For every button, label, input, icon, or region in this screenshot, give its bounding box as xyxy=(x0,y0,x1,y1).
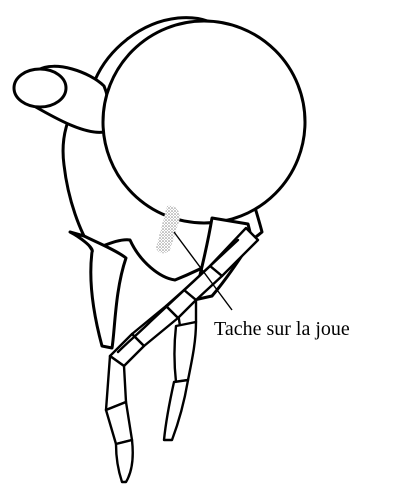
compound-eye xyxy=(103,21,305,223)
left-appendage xyxy=(70,232,126,348)
cheek-spot-label: Tache sur la joue xyxy=(214,318,350,341)
antenna-scape-tip xyxy=(14,69,66,107)
